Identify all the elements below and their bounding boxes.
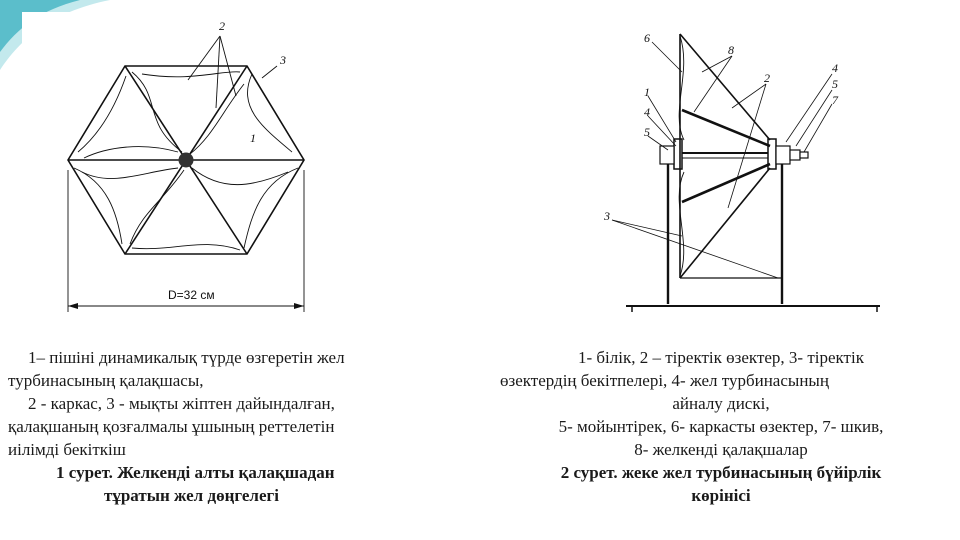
label-2: 2 [764, 71, 770, 85]
caption1-line: турбинасының қалақшасы, [8, 371, 204, 390]
caption1-line: 1– пішіні динамикалық түрде өзгеретін же… [28, 348, 345, 367]
figure-2-title-cont: көрінісі [691, 486, 751, 505]
hub [178, 152, 194, 168]
label-8: 8 [728, 43, 734, 57]
figure-1-title: 1 сурет. Желкенді алты қалақшадан [56, 463, 335, 482]
figure-1-title-cont: тұратын жел дөңгелегі [104, 486, 279, 505]
caption-figure-2: 1- білік, 2 – тіректік өзектер, 3- тірек… [490, 346, 952, 507]
label-4-left: 4 [644, 105, 650, 119]
label-3: 3 [603, 209, 610, 223]
label-2: 2 [219, 19, 225, 33]
caption2-line: 5- мойынтірек, 6- каркасты өзектер, 7- ш… [558, 417, 884, 436]
label-6: 6 [644, 31, 650, 45]
side-view-drawing: 6 8 2 4 5 7 1 4 5 3 [603, 31, 880, 312]
caption-figure-1: 1– пішіні динамикалық түрде өзгеретін же… [8, 346, 448, 507]
caption2-line: 8- желкенді қалақшалар [634, 440, 808, 459]
caption1-line: қалақшаның қозғалмалы ұшының реттелетін [8, 417, 335, 436]
label-5-right: 5 [832, 77, 838, 91]
hexagon-wheel-drawing: 2 3 1 D=32 см [67, 19, 305, 312]
label-1: 1 [250, 131, 256, 145]
label-3: 3 [279, 53, 286, 67]
sail-blades [73, 71, 299, 251]
label-1: 1 [644, 85, 650, 99]
label-7: 7 [832, 93, 839, 107]
figure-hexagon-wheel: 2 3 1 D=32 см [22, 12, 360, 324]
caption2-line: 1- білік, 2 – тіректік өзектер, 3- тірек… [578, 348, 864, 367]
caption1-line: иілімді бекіткіш [8, 440, 126, 459]
label-5-left: 5 [644, 125, 650, 139]
caption1-line: 2 - каркас, 3 - мықты жіптен дайындалған… [28, 394, 335, 413]
label-4-right: 4 [832, 61, 838, 75]
dimension-label: D=32 см [168, 288, 215, 302]
figure-2-title: 2 сурет. жеке жел турбинасының бүйірлік [560, 463, 882, 482]
caption2-line: өзектердің бекітпелері, 4- жел турбинасы… [500, 371, 829, 390]
caption2-line: айналу дискі, [672, 394, 770, 413]
figure-side-view: 6 8 2 4 5 7 1 4 5 3 [542, 12, 894, 324]
